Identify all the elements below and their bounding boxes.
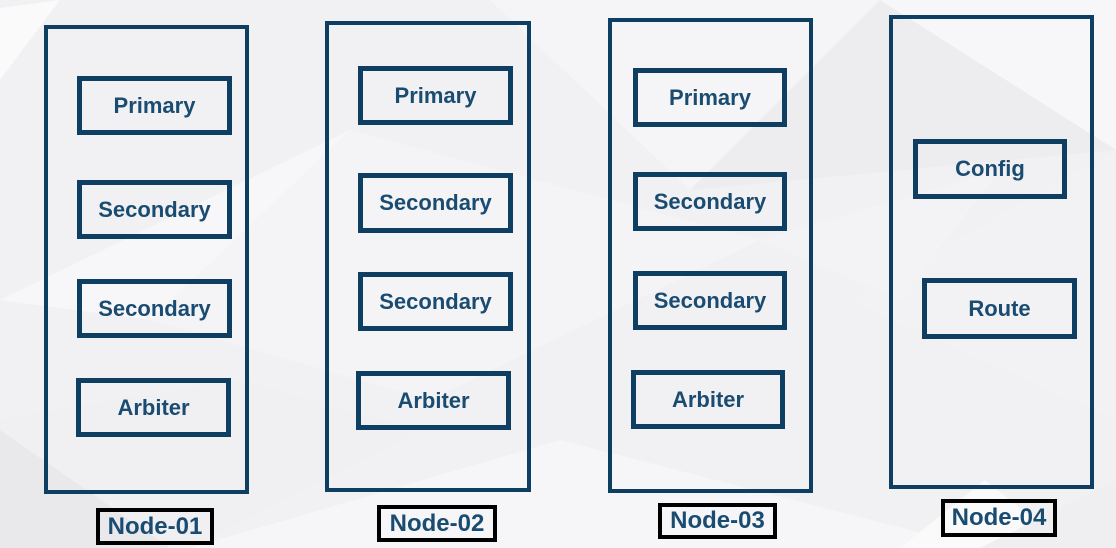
member-box-secondary: Secondary <box>77 279 232 338</box>
node-label: Node-04 <box>941 499 1057 537</box>
node-label: Node-02 <box>377 505 497 542</box>
member-box-primary: Primary <box>358 66 513 125</box>
member-box-secondary: Secondary <box>358 272 513 331</box>
member-box-secondary: Secondary <box>358 173 513 233</box>
member-box-arbiter: Arbiter <box>356 371 511 430</box>
member-box-arbiter: Arbiter <box>631 370 785 429</box>
member-box-secondary: Secondary <box>633 172 787 231</box>
node-label: Node-03 <box>658 503 777 539</box>
member-box-config: Config <box>913 139 1067 199</box>
node-container <box>44 25 249 494</box>
member-box-secondary: Secondary <box>633 271 787 330</box>
node-container <box>889 15 1094 489</box>
node-container <box>608 18 813 493</box>
node-container <box>325 21 531 492</box>
member-box-primary: Primary <box>77 76 232 135</box>
member-box-arbiter: Arbiter <box>76 378 231 437</box>
member-box-route: Route <box>922 278 1077 339</box>
node-label: Node-01 <box>96 508 214 545</box>
member-box-primary: Primary <box>633 68 787 127</box>
member-box-secondary: Secondary <box>77 180 232 239</box>
